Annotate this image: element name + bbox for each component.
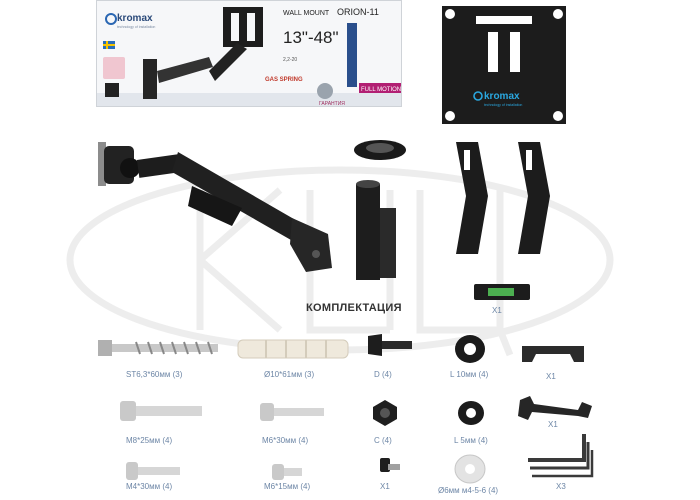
bolt-d xyxy=(368,334,412,356)
bolt-m8 xyxy=(120,401,202,421)
box-brand-tag: technology of installation xyxy=(117,25,155,29)
box-product-type: WALL MOUNT xyxy=(283,10,330,17)
qr-code-icon xyxy=(105,83,119,97)
anchor-label: Ø10*61мм (3) xyxy=(264,370,315,379)
l5-label: L 5мм (4) xyxy=(454,436,488,445)
washer-label: Ø6мм м4-5-6 (4) xyxy=(438,486,499,495)
set-title: КОМПЛЕКТАЦИЯ xyxy=(306,302,402,314)
d-label: D (4) xyxy=(374,370,392,379)
m6-30-label: M6*30мм (4) xyxy=(262,436,309,445)
m8-label: M8*25мм (4) xyxy=(126,436,173,445)
box-gas-spring: GAS SPRING xyxy=(265,77,303,83)
wrench-label: X1 xyxy=(548,420,558,429)
bracket-label: X1 xyxy=(546,372,556,381)
adapter-brackets xyxy=(456,142,550,254)
box-artwork: kromax technology of installation WALL M… xyxy=(97,1,401,107)
monitor-arm xyxy=(98,142,332,272)
box-model: ORION-11 xyxy=(337,7,379,17)
spirit-level xyxy=(474,284,530,300)
product-box: kromax technology of installation WALL M… xyxy=(96,0,402,107)
brand-logo-icon xyxy=(105,13,117,25)
box-size-range: 13"-48" xyxy=(283,28,339,47)
spacer-l5 xyxy=(458,401,484,425)
plate-logo-icon xyxy=(473,91,483,101)
washer xyxy=(454,454,486,484)
warranty-medal-icon xyxy=(317,83,333,99)
box-motion-badge xyxy=(359,83,401,93)
thumb-knob xyxy=(380,458,400,472)
st6-label: ST6,3*60мм (3) xyxy=(126,370,183,379)
box-max-load: 2,2-20 xyxy=(283,57,297,63)
m4-label: M4*30мм (4) xyxy=(126,482,173,491)
monitor-plate-icon xyxy=(223,7,263,47)
nut-c xyxy=(373,400,397,426)
spacer-l10 xyxy=(455,335,485,363)
plate-brand-text: kromax xyxy=(484,91,520,102)
c-label: C (4) xyxy=(374,436,392,445)
wall-anchor xyxy=(237,339,349,359)
lag-screw xyxy=(98,340,218,356)
hex-keys xyxy=(528,434,594,478)
m6-15-label: M6*15мм (4) xyxy=(264,482,311,491)
vesa-plate: kromax technology of installation xyxy=(442,6,566,124)
plate-brand-tag: technology of installation xyxy=(484,103,522,107)
bolt-m6-30 xyxy=(260,403,324,421)
level-label: X1 xyxy=(492,306,502,315)
box-full-motion: FULL MOTION xyxy=(361,87,401,93)
hex-keys-label: X3 xyxy=(556,482,566,491)
feature-badge-icon xyxy=(103,57,125,79)
l10-label: L 10мм (4) xyxy=(450,370,489,379)
box-brand-text: kromax xyxy=(117,13,153,24)
wrench xyxy=(518,396,592,420)
cable-bracket xyxy=(522,346,584,362)
box-warranty: ГАРАНТИЯ xyxy=(319,101,345,107)
pole-and-collar xyxy=(354,140,406,280)
knob-label: X1 xyxy=(380,482,390,491)
arm-illustration xyxy=(209,43,247,81)
bolt-m4 xyxy=(126,462,180,480)
bolt-m6-15 xyxy=(272,464,302,480)
box-spec-strip xyxy=(347,23,357,87)
